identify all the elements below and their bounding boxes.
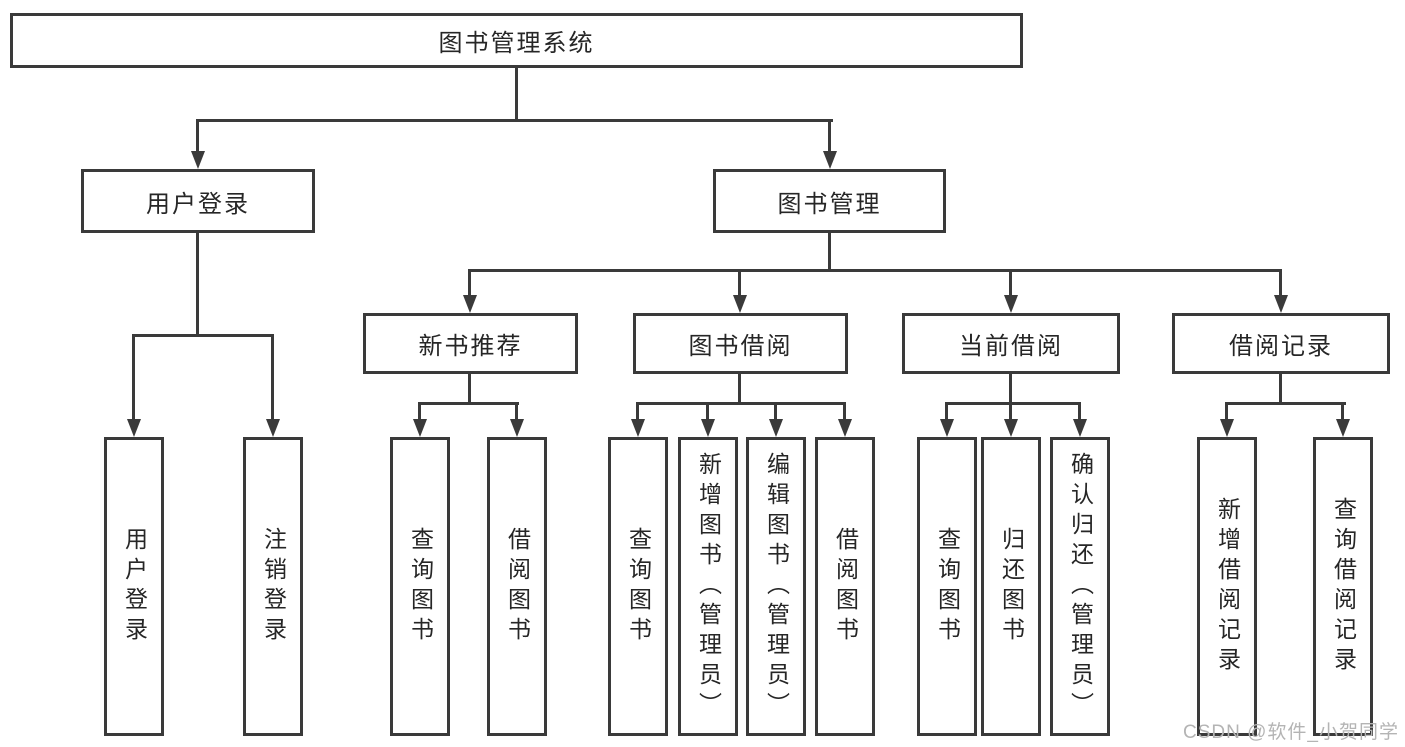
node-label: 归还图书	[998, 526, 1025, 647]
arrowhead-down-icon	[1073, 419, 1087, 437]
node-label: 新增图书（管理员）	[695, 451, 722, 722]
connector-line	[1341, 402, 1344, 421]
leaf-bb-query-books: 查询图书	[608, 437, 668, 736]
arrowhead-down-icon	[631, 419, 645, 437]
node-label: 查询图书	[407, 526, 434, 647]
connector-line	[1225, 402, 1228, 421]
connector-line	[132, 334, 274, 337]
arrowhead-down-icon	[1220, 419, 1234, 437]
node-current-borrowing: 当前借阅	[902, 313, 1120, 374]
connector-line	[706, 402, 709, 421]
node-label: 借阅图书	[832, 526, 859, 647]
leaf-cb-return-books: 归还图书	[981, 437, 1041, 736]
node-label: 用户登录	[146, 190, 250, 218]
arrowhead-down-icon	[191, 151, 205, 169]
node-label: 图书管理系统	[438, 30, 595, 57]
node-label: 图书借阅	[688, 333, 793, 360]
connector-line	[1009, 269, 1012, 299]
connector-line	[418, 402, 519, 405]
node-root-library-system: 图书管理系统	[10, 13, 1023, 68]
arrowhead-down-icon	[413, 419, 427, 437]
connector-line	[196, 233, 199, 336]
node-label: 查询图书	[625, 526, 652, 647]
connector-line	[1279, 269, 1282, 299]
connector-line	[738, 374, 741, 404]
arrowhead-down-icon	[1274, 295, 1288, 313]
node-label: 新增借阅记录	[1214, 496, 1241, 677]
node-label: 新书推荐	[418, 333, 523, 360]
connector-line	[738, 269, 741, 299]
node-label: 查询图书	[934, 526, 961, 647]
arrowhead-down-icon	[940, 419, 954, 437]
leaf-bb-borrow-books: 借阅图书	[815, 437, 875, 736]
arrowhead-down-icon	[266, 419, 280, 437]
connector-line	[1279, 374, 1282, 404]
connector-line	[515, 68, 518, 122]
connector-line	[1009, 374, 1012, 404]
connector-line	[196, 119, 833, 122]
arrowhead-down-icon	[1336, 419, 1350, 437]
arrowhead-down-icon	[510, 419, 524, 437]
arrowhead-down-icon	[769, 419, 783, 437]
connector-line	[1009, 402, 1012, 421]
connector-line	[774, 402, 777, 421]
node-label: 图书管理	[777, 190, 882, 218]
leaf-cb-confirm-return-admin: 确认归还（管理员）	[1050, 437, 1110, 736]
connector-line	[828, 233, 831, 271]
node-book-management: 图书管理	[713, 169, 946, 233]
node-label: 注销登录	[260, 526, 287, 647]
node-label: 确认归还（管理员）	[1067, 451, 1094, 722]
node-label: 用户登录	[121, 526, 148, 647]
leaf-nbr-borrow-books: 借阅图书	[487, 437, 547, 736]
connector-line	[945, 402, 1081, 405]
connector-line	[418, 402, 421, 421]
arrowhead-down-icon	[701, 419, 715, 437]
leaf-logout: 注销登录	[243, 437, 303, 736]
node-borrowing-records: 借阅记录	[1172, 313, 1390, 374]
connector-line	[636, 402, 845, 405]
connector-line	[1078, 402, 1081, 421]
node-label: 编辑图书（管理员）	[763, 451, 790, 722]
connector-line	[468, 269, 1282, 272]
connector-line	[636, 402, 639, 421]
connector-line	[468, 374, 471, 404]
leaf-bb-add-books-admin: 新增图书（管理员）	[678, 437, 738, 736]
leaf-nbr-query-books: 查询图书	[390, 437, 450, 736]
connector-line	[468, 269, 471, 299]
node-new-book-recommend: 新书推荐	[363, 313, 578, 374]
leaf-bb-edit-books-admin: 编辑图书（管理员）	[746, 437, 806, 736]
node-user-login: 用户登录	[81, 169, 315, 233]
arrowhead-down-icon	[838, 419, 852, 437]
node-book-borrowing: 图书借阅	[633, 313, 848, 374]
connector-line	[843, 402, 846, 421]
connector-line	[1225, 402, 1346, 405]
csdn-watermark: CSDN @软件_小贺同学	[1183, 722, 1399, 743]
connector-line	[945, 402, 948, 421]
node-label: 当前借阅	[959, 333, 1063, 360]
connector-line	[828, 119, 831, 155]
leaf-br-query-record: 查询借阅记录	[1313, 437, 1373, 736]
node-label: 借阅记录	[1229, 333, 1333, 360]
arrowhead-down-icon	[127, 419, 141, 437]
arrowhead-down-icon	[1004, 295, 1018, 313]
arrowhead-down-icon	[733, 295, 747, 313]
arrowhead-down-icon	[823, 151, 837, 169]
leaf-br-add-record: 新增借阅记录	[1197, 437, 1257, 736]
connector-line	[132, 334, 135, 421]
connector-line	[196, 119, 199, 155]
leaf-user-login: 用户登录	[104, 437, 164, 736]
arrowhead-down-icon	[463, 295, 477, 313]
node-label: 查询借阅记录	[1330, 496, 1357, 677]
node-label: 借阅图书	[504, 526, 531, 647]
arrowhead-down-icon	[1004, 419, 1018, 437]
connector-line	[515, 402, 518, 421]
connector-line	[271, 334, 274, 421]
leaf-cb-query-books: 查询图书	[917, 437, 977, 736]
